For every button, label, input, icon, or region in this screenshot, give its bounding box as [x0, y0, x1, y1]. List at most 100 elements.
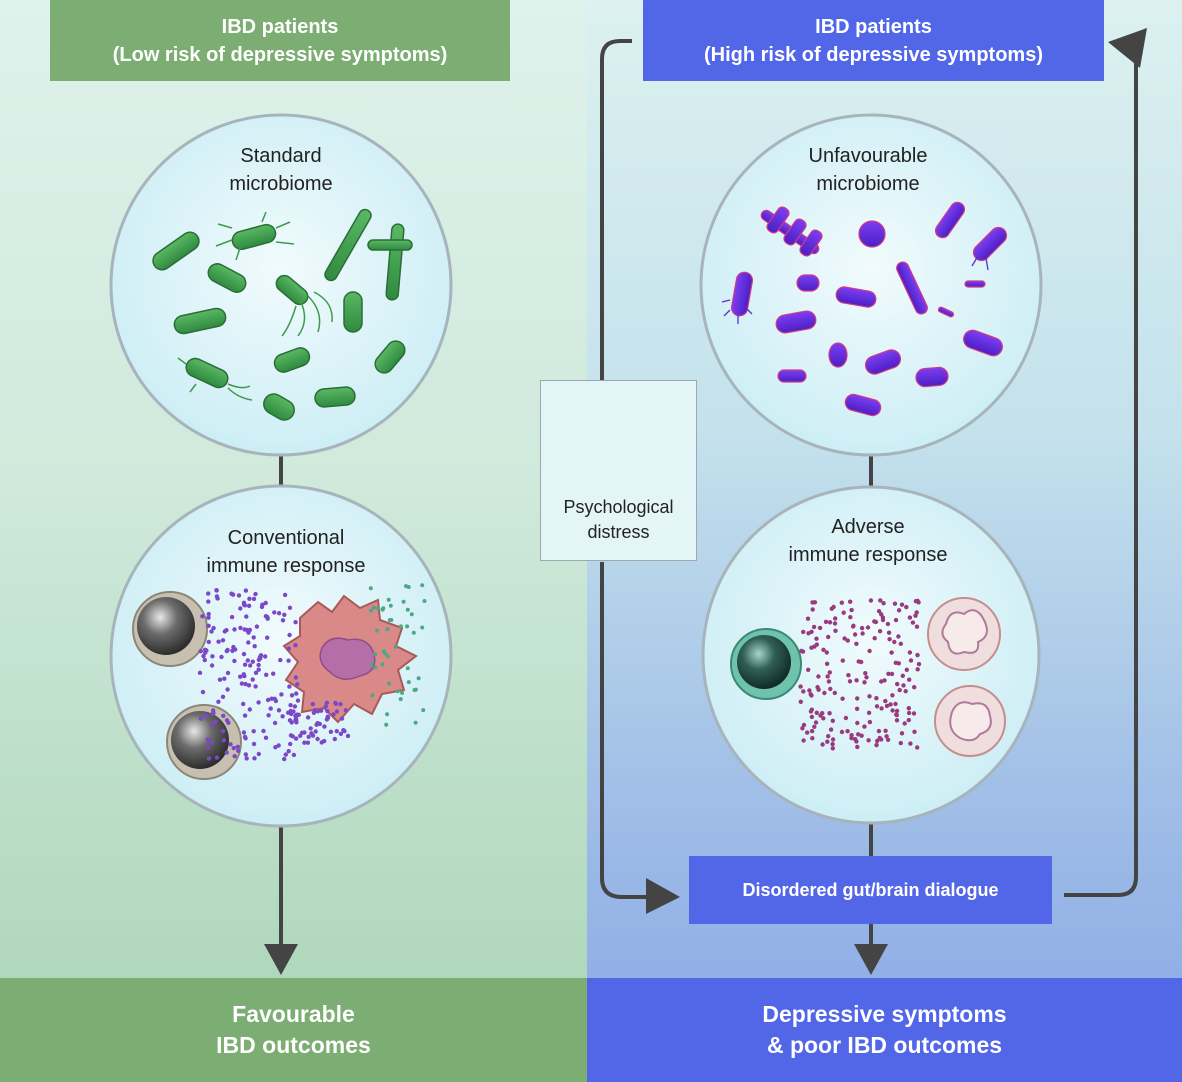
cytokine-dot	[912, 729, 917, 734]
cytokine-dot	[276, 743, 281, 748]
cytokine-dot	[231, 644, 236, 650]
mediator-dot	[416, 676, 421, 681]
cytokine-dot	[313, 729, 318, 734]
cytokine-dot	[830, 741, 835, 747]
cytokine-dot	[230, 648, 235, 653]
cytokine-dot	[801, 629, 806, 635]
cytokine-dot	[881, 601, 886, 606]
cytokine-dot	[908, 741, 913, 746]
cytokine-dot	[867, 719, 873, 725]
mediator-dot	[385, 627, 390, 632]
cytokine-dot	[239, 681, 245, 686]
cytokine-dot	[242, 662, 248, 667]
cytokine-dot	[252, 644, 257, 649]
cytokine-dot	[854, 706, 860, 711]
cytokine-dot	[894, 708, 900, 714]
cytokine-dot	[848, 615, 853, 620]
cytokine-dot	[332, 736, 337, 742]
cytokine-dot	[808, 709, 814, 714]
cytokine-dot	[334, 709, 340, 714]
unfavourable-microbiome-label: Unfavourable microbiome	[758, 142, 978, 198]
mediator-dot	[400, 690, 405, 695]
cytokine-dot	[210, 654, 215, 659]
cytokine-dot	[856, 659, 861, 664]
cytokine-dot	[334, 729, 339, 734]
cytokine-dot	[241, 730, 247, 735]
mediator-dot	[373, 665, 378, 670]
cytokine-dot	[206, 756, 212, 761]
cytokine-dot	[911, 711, 917, 716]
cytokine-dot	[907, 650, 913, 655]
cytokine-dot	[305, 715, 311, 720]
cytokine-dot	[229, 614, 235, 620]
cytokine-dot	[263, 654, 268, 659]
cytokine-dot	[874, 704, 880, 709]
cytokine-dot	[817, 625, 823, 631]
cytokine-dot	[879, 706, 884, 711]
low-risk-header-line1: IBD patients	[221, 15, 339, 38]
cytokine-dot	[878, 598, 883, 603]
cytokine-dot	[293, 736, 299, 741]
cytokine-dot	[338, 702, 343, 707]
cytokine-dot	[211, 625, 216, 631]
cytokine-dot	[220, 729, 226, 734]
cytokine-dot	[289, 720, 294, 725]
cytokine-dot	[202, 647, 208, 652]
cytokine-dot	[879, 679, 884, 684]
cytokine-dot	[816, 687, 821, 692]
cytokine-dot	[206, 591, 211, 596]
cytokine-dot	[247, 707, 252, 712]
cytokine-dot	[325, 715, 331, 720]
cytokine-dot	[247, 596, 252, 601]
cytokine-dot	[915, 652, 920, 658]
cytokine-dot	[288, 741, 293, 747]
mediator-dot	[398, 624, 403, 629]
cytokine-dot	[814, 642, 819, 647]
cytokine-dot	[230, 592, 236, 597]
cytokine-dot	[254, 624, 260, 629]
mediator-dot	[413, 687, 418, 692]
cytokine-dot	[310, 733, 316, 738]
cytokine-dot	[872, 636, 877, 641]
conventional-immune-label: Conventional immune response	[161, 524, 411, 580]
cytokine-dot	[283, 752, 288, 757]
cytokine-dot	[319, 708, 324, 713]
cytokine-dot	[224, 718, 230, 723]
cytokine-dot	[807, 688, 812, 693]
cytokine-dot	[243, 681, 248, 687]
cytokine-dot	[295, 698, 301, 703]
cytokine-dot	[884, 703, 890, 709]
cytokine-dot	[889, 650, 894, 655]
cytokine-dot	[293, 643, 298, 648]
cytokine-dot	[293, 675, 299, 680]
cytokine-dot	[812, 724, 817, 729]
cytokine-dot	[256, 667, 261, 672]
purple-flagella	[721, 255, 989, 324]
cytokine-dot	[293, 620, 298, 625]
standard-microbiome-label-line1: Standard	[240, 145, 322, 167]
cytokine-dot	[825, 739, 830, 744]
poor-outcomes-line2: & poor IBD outcomes	[766, 1032, 1003, 1058]
cytokine-dot	[272, 720, 278, 726]
cytokine-dot	[253, 684, 258, 689]
unfavourable-microbiome-label-line2: microbiome	[816, 173, 920, 195]
cytokine-dot	[220, 638, 226, 643]
cytokine-dot	[896, 634, 901, 639]
cytokine-dot	[859, 625, 865, 631]
cytokine-dot	[906, 710, 912, 716]
mediator-dot	[383, 651, 388, 656]
cytokine-dot	[824, 650, 829, 655]
favourable-outcomes-line2: IBD outcomes	[216, 1032, 371, 1058]
cytokine-dot	[855, 720, 860, 726]
cytokine-dot	[855, 744, 860, 750]
cytokine-dot	[809, 645, 814, 650]
cytokine-dot	[211, 708, 216, 713]
cytokine-dot	[216, 699, 221, 704]
cytokine-dot	[830, 737, 836, 742]
cytokine-dot	[241, 701, 246, 707]
cytokine-dot	[253, 591, 258, 597]
cytokine-dot	[840, 658, 845, 663]
cytokine-dot	[898, 641, 903, 646]
cytokine-dot	[306, 734, 311, 739]
feedback-line-right	[1064, 60, 1138, 897]
